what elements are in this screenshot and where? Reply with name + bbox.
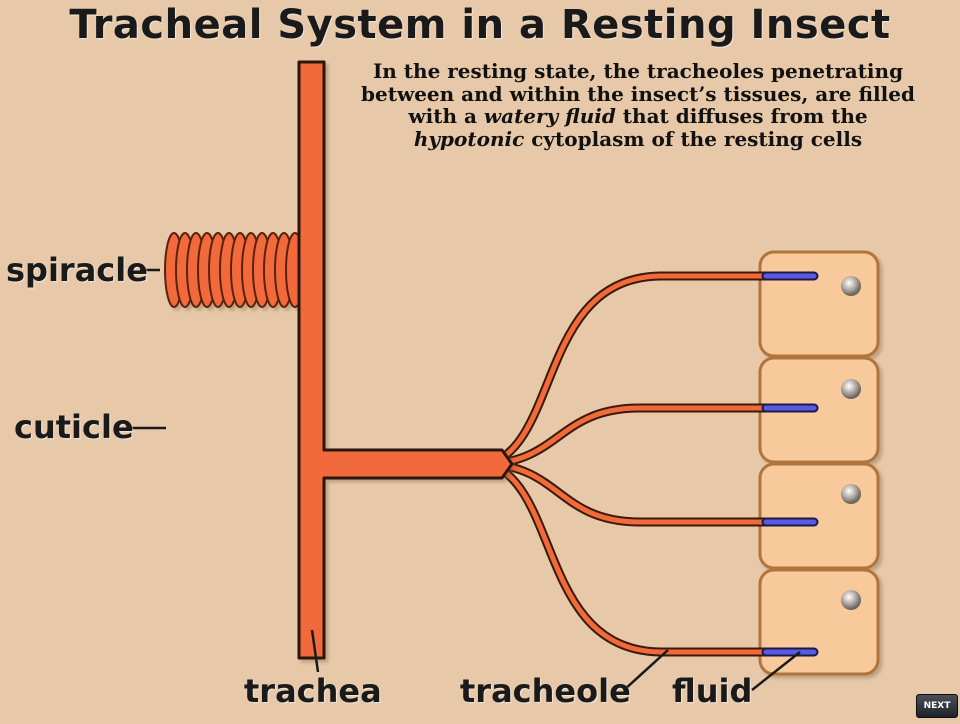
label-trachea: trachea xyxy=(244,672,382,710)
caption-emphasis: hypotonic xyxy=(413,126,525,151)
tracheole-outlines xyxy=(485,271,771,657)
label-cuticle: cuticle xyxy=(14,408,134,446)
cell xyxy=(758,568,880,676)
next-button[interactable]: NEXT xyxy=(916,694,958,718)
trachea-tube xyxy=(297,60,514,660)
label-fluid: fluid xyxy=(672,672,753,710)
caption-line: that diffuses from the xyxy=(615,104,868,128)
caption-emphasis: watery fluid xyxy=(483,104,616,128)
leader-lines xyxy=(132,268,801,691)
nucleus xyxy=(841,484,861,504)
nucleus xyxy=(841,590,861,610)
fluid-tips xyxy=(761,271,819,657)
caption-line: cytoplasm of the resting cells xyxy=(524,126,863,151)
label-tracheole: tracheole xyxy=(460,672,631,710)
spiracle-coil xyxy=(164,232,305,308)
label-spiracle: spiracle xyxy=(6,251,148,289)
caption-line: In the resting state, the tracheoles pen… xyxy=(372,59,904,83)
cell xyxy=(758,250,880,358)
tracheole-fill xyxy=(487,273,769,655)
caption-line: with a xyxy=(408,104,484,128)
nucleus xyxy=(841,379,861,399)
description-text: In the resting state, the tracheoles pen… xyxy=(338,60,938,150)
cell xyxy=(758,462,880,570)
page-title: Tracheal System in a Resting Insect xyxy=(69,2,891,48)
cell-column xyxy=(758,250,880,676)
caption-line: between and within the insect’s tissues,… xyxy=(361,81,915,106)
nucleus xyxy=(841,276,861,296)
